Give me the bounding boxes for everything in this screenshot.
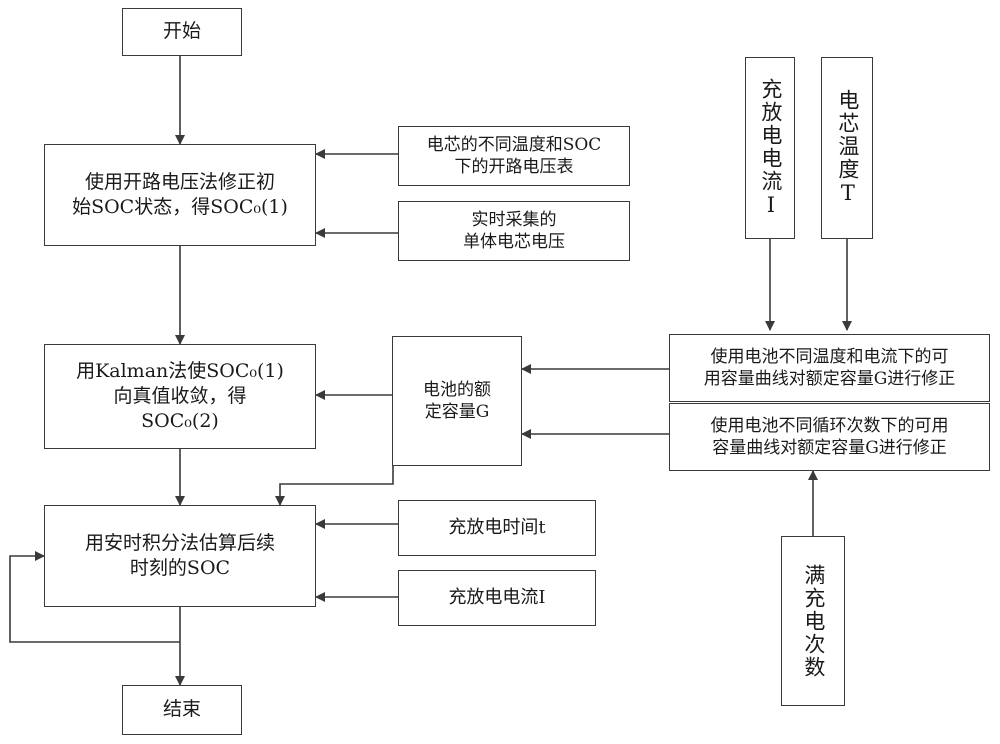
- kalman-line2: 向真值收敛，得: [113, 384, 247, 407]
- kalman-line3: SOC₀(2): [141, 410, 219, 433]
- rated-capacity-line2: 定容量G: [424, 402, 490, 422]
- charge-current-input-box: 充放电电流I: [398, 570, 596, 626]
- start-box: 开始: [122, 8, 242, 56]
- cycle-correction-line2: 容量曲线对额定容量G进行修正: [712, 438, 947, 458]
- end-box: 结束: [122, 685, 242, 735]
- kalman-line1: 用Kalman法使SOC₀(1): [76, 359, 284, 382]
- kalman-box: 用Kalman法使SOC₀(1) 向真值收敛，得 SOC₀(2): [44, 344, 316, 449]
- arrow-capacity-to-ah: [275, 466, 394, 506]
- realtime-voltage-line1: 实时采集的: [471, 209, 557, 230]
- temperature-source-box: 电芯温度T: [821, 57, 873, 239]
- temp-current-correction-box: 使用电池不同温度和电流下的可 用容量曲线对额定容量G进行修正: [669, 334, 990, 402]
- ocv-table-box: 电芯的不同温度和SOC 下的开路电压表: [398, 126, 630, 186]
- charge-time-label: 充放电时间t: [448, 517, 546, 539]
- arrow-ah-feedback-loop: [9, 551, 180, 643]
- temp-current-correction-line1: 使用电池不同温度和电流下的可: [710, 346, 949, 367]
- realtime-voltage-line2: 单体电芯电压: [463, 232, 565, 252]
- ocv-table-line1: 电芯的不同温度和SOC: [426, 134, 602, 155]
- full-charge-count-box: 满充电次数: [781, 536, 845, 706]
- charge-current-input-label: 充放电电流I: [448, 587, 546, 609]
- full-charge-count-label: 满充电次数: [801, 563, 826, 679]
- charge-time-box: 充放电时间t: [398, 500, 596, 556]
- ocv-correction-line1: 使用开路电压法修正初: [84, 170, 275, 193]
- cycle-correction-box: 使用电池不同循环次数下的可用 容量曲线对额定容量G进行修正: [669, 403, 990, 471]
- ocv-correction-line2: 始SOC状态，得SOC₀(1): [72, 196, 288, 218]
- rated-capacity-line1: 电池的额: [423, 379, 491, 400]
- ah-integration-line2: 时刻的SOC: [129, 557, 231, 579]
- ocv-correction-box: 使用开路电压法修正初 始SOC状态，得SOC₀(1): [44, 144, 316, 246]
- cycle-correction-line1: 使用电池不同循环次数下的可用: [710, 415, 949, 436]
- ah-integration-box: 用安时积分法估算后续 时刻的SOC: [44, 505, 316, 607]
- ocv-table-line2: 下的开路电压表: [454, 157, 574, 177]
- current-source-box: 充放电电流I: [745, 57, 795, 239]
- temperature-source-label: 电芯温度T: [835, 89, 860, 207]
- start-label: 开始: [162, 20, 201, 43]
- current-source-label: 充放电电流I: [758, 77, 783, 219]
- end-label: 结束: [162, 698, 201, 721]
- rated-capacity-box: 电池的额 定容量G: [392, 336, 522, 466]
- ah-integration-line1: 用安时积分法估算后续: [84, 531, 275, 554]
- temp-current-correction-line2: 用容量曲线对额定容量G进行修正: [703, 369, 956, 389]
- realtime-voltage-box: 实时采集的 单体电芯电压: [398, 201, 630, 261]
